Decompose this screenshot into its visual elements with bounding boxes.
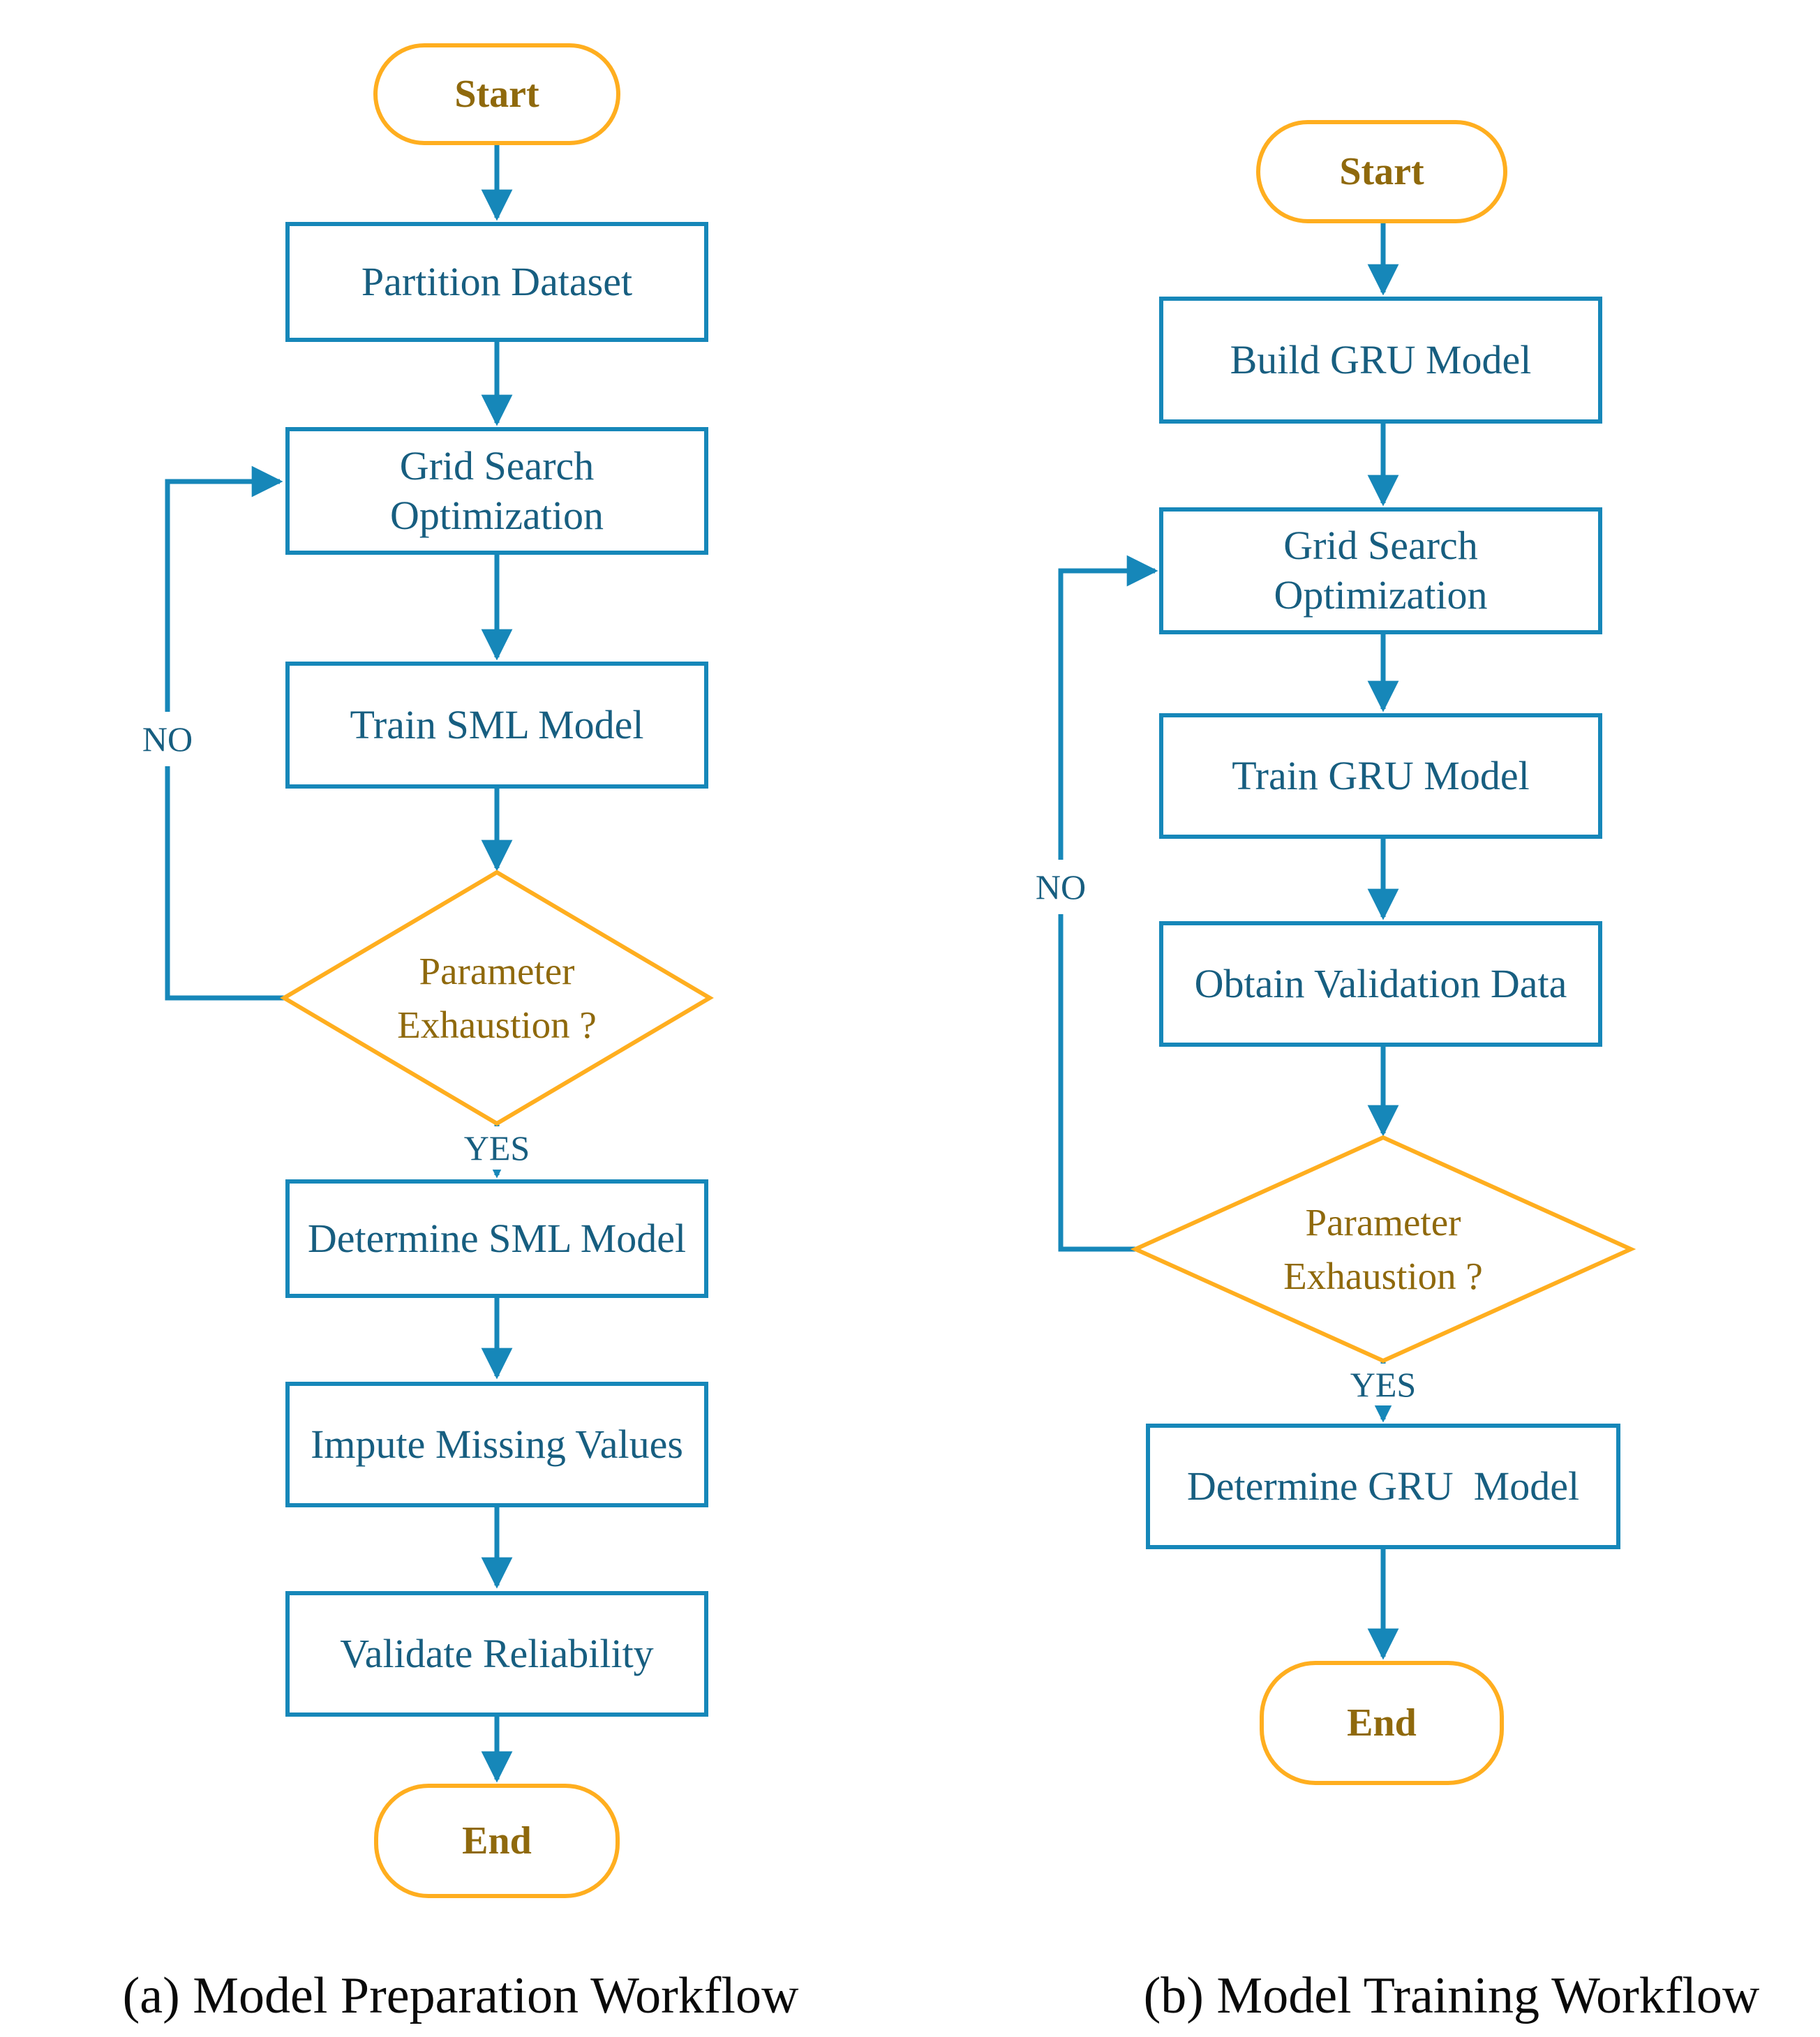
no-branch-label-a: NO (119, 712, 216, 766)
process-determine-gru-model: Determine GRU Model (1146, 1424, 1620, 1549)
caption-b: (b) Model Training Workflow (1143, 1967, 1760, 2024)
process-build-gru-model: Build GRU Model (1159, 297, 1602, 424)
no-branch-label-b: NO (1012, 860, 1110, 914)
process-grid-search-b: Grid Search Optimization (1159, 507, 1602, 634)
process-validate-reliability: Validate Reliability (285, 1591, 708, 1717)
process-obtain-validation-data: Obtain Validation Data (1159, 921, 1602, 1047)
end-terminal-a: End (374, 1784, 620, 1898)
yes-branch-label-b: YES (1327, 1364, 1439, 1405)
decision-diamond-b (1130, 1135, 1636, 1364)
end-terminal-b: End (1260, 1661, 1504, 1785)
process-train-gru-model: Train GRU Model (1159, 713, 1602, 839)
start-terminal-b: Start (1256, 120, 1507, 223)
process-determine-sml-model: Determine SML Model (285, 1179, 708, 1298)
process-train-sml-model: Train SML Model (285, 662, 708, 789)
decision-text-a: Parameter Exhaustion ? (397, 950, 597, 1046)
process-impute-missing-values: Impute Missing Values (285, 1382, 708, 1507)
process-grid-search-a: Grid Search Optimization (285, 427, 708, 555)
yes-branch-label-a: YES (441, 1126, 553, 1170)
decision-text-b: Parameter Exhaustion ? (1283, 1201, 1483, 1297)
start-terminal-a: Start (373, 43, 620, 145)
caption-a: (a) Model Preparation Workflow (122, 1967, 799, 2024)
decision-diamond-a (280, 870, 714, 1126)
process-partition-dataset: Partition Dataset (285, 222, 708, 342)
